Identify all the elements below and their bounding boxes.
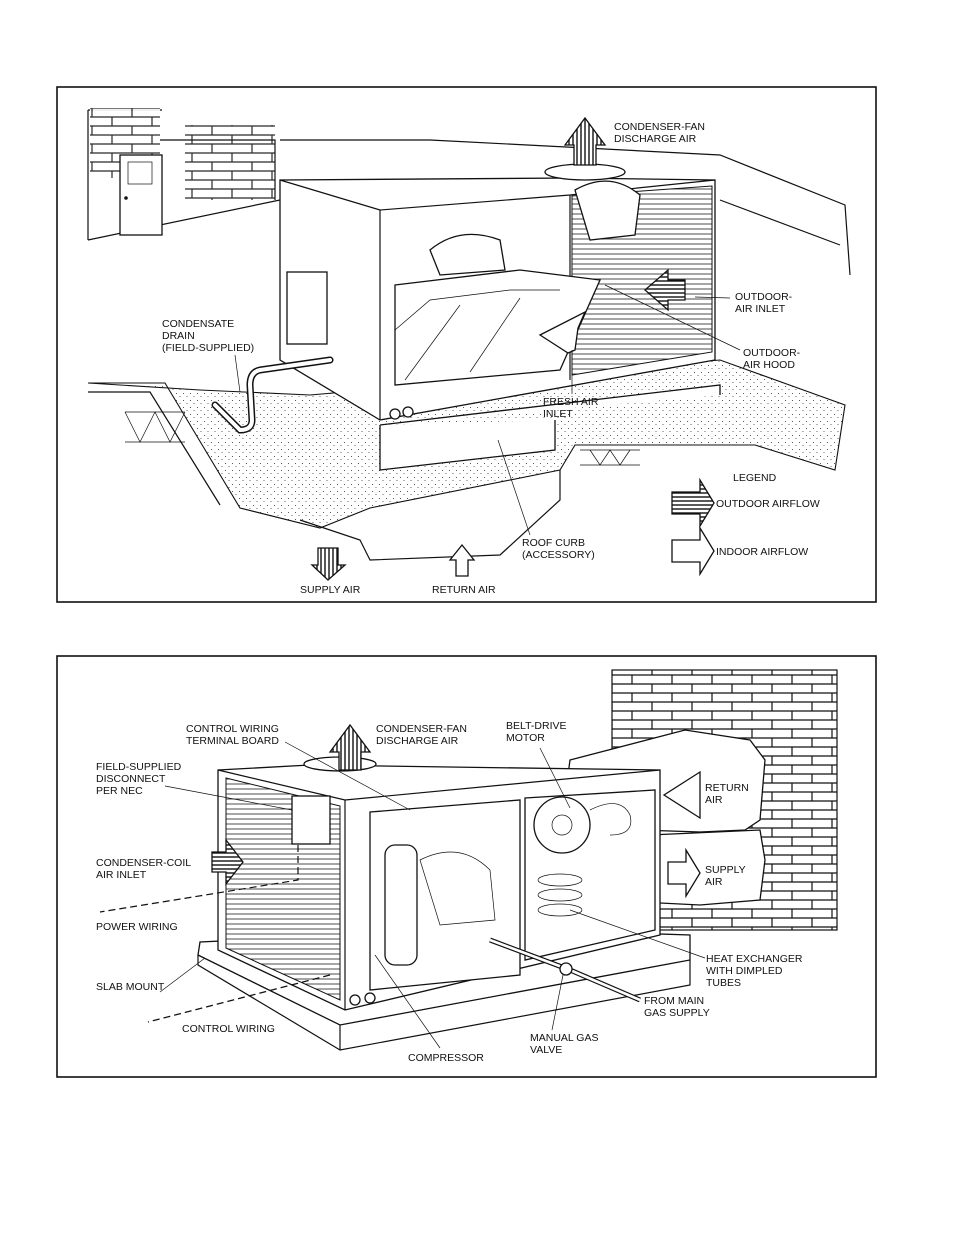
power-wiring-line: [99, 845, 299, 913]
return-air-arrow: [448, 543, 476, 577]
manual-gas-valve: [559, 962, 573, 976]
return-air-arrow-bottom: [662, 770, 701, 820]
label-slab-mount: SLAB MOUNT: [96, 981, 165, 993]
legend-indoor-arrow: [671, 525, 715, 577]
roof-truss-left: [124, 411, 186, 443]
rooftop-unit-bottom: [217, 756, 661, 1011]
label-outdoor-air-hood: OUTDOOR-AIR HOOD: [743, 347, 801, 371]
condenser-discharge-arrow: [563, 116, 607, 166]
field-supplied-disconnect: [291, 795, 331, 845]
label-supply-air: SUPPLY AIR: [300, 584, 361, 596]
door: [119, 154, 163, 236]
label-power-wiring: POWER WIRING: [96, 921, 178, 933]
top-figure-frame: [56, 86, 877, 603]
heat-exchanger-tubes: [537, 873, 583, 917]
legend-indoor-airflow: INDOOR AIRFLOW: [716, 546, 808, 558]
roof-curb: [379, 384, 721, 471]
bottom-figure-frame: [56, 655, 877, 1078]
background-brick-walls: [87, 108, 851, 276]
legend-title: LEGEND: [733, 472, 777, 484]
label-outdoor-air-inlet: OUTDOOR-AIR INLET: [735, 291, 793, 315]
access-panel: [286, 271, 328, 345]
legend-outdoor-airflow: OUTDOOR AIRFLOW: [716, 498, 820, 510]
rooftop-unit: [279, 163, 716, 421]
blower-wheel: [533, 796, 591, 854]
label-compressor: COMPRESSOR: [408, 1052, 484, 1064]
supply-air-arrow-bottom: [667, 847, 701, 899]
belt-drive: [589, 803, 632, 836]
condenser-discharge-arrow-bottom: [328, 723, 372, 771]
condenser-coil-inlet-arrow: [211, 838, 244, 886]
supply-air-arrow: [310, 547, 347, 581]
label-return-air: RETURN AIR: [432, 584, 496, 596]
roof-truss-right: [580, 449, 640, 466]
condenser-fan-cutaway: [574, 180, 641, 241]
compressor: [384, 844, 418, 966]
control-wiring-line: [147, 974, 331, 1023]
label-roof-curb: ROOF CURB(ACCESSORY): [522, 537, 595, 561]
label-control-wiring: CONTROL WIRING: [182, 1023, 275, 1035]
fresh-air-inlet-arrow: [538, 310, 587, 354]
condenser-fan: [544, 163, 626, 181]
legend-outdoor-arrow: [671, 477, 715, 529]
outdoor-air-inlet-arrow: [644, 268, 686, 312]
